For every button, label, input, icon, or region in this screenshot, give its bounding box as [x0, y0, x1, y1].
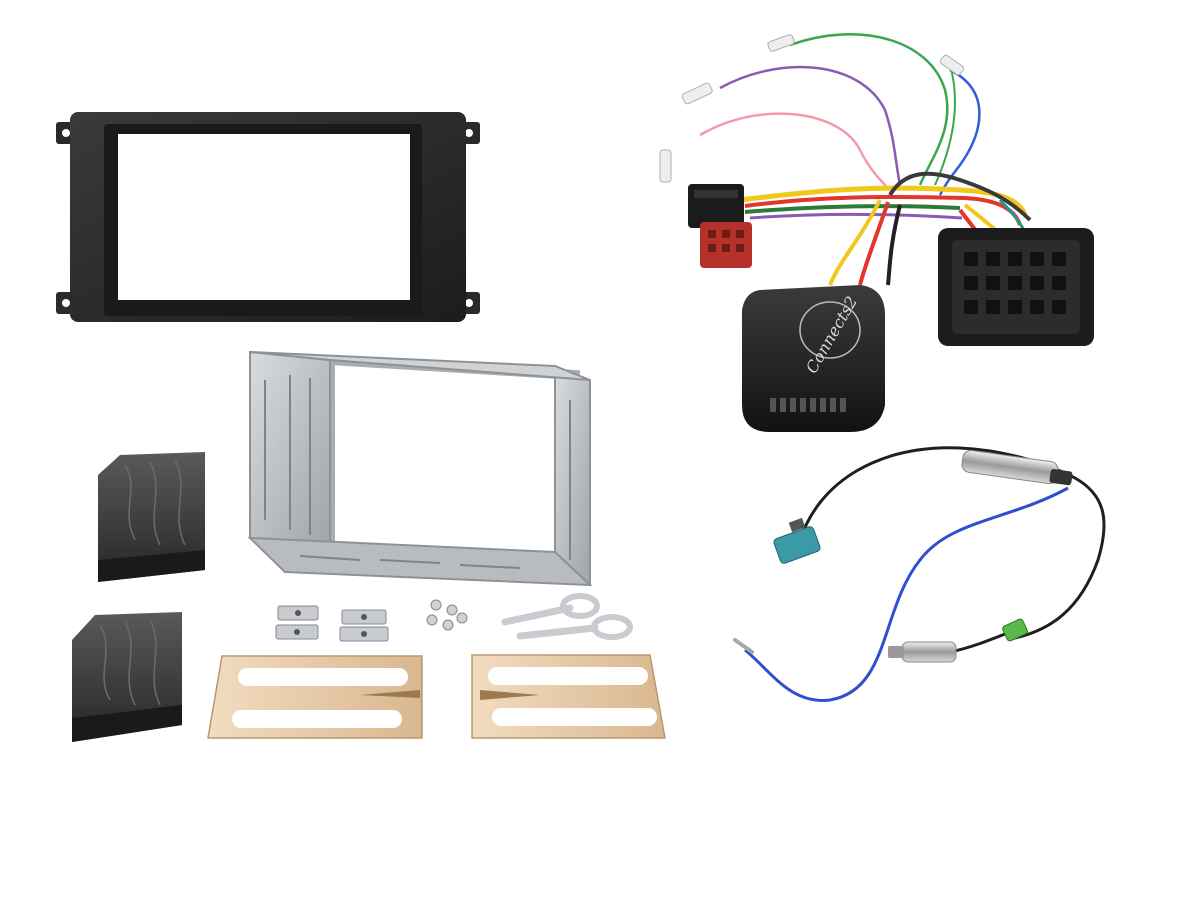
screws [426, 599, 468, 631]
release-keys [501, 593, 633, 640]
din-antenna-plug [901, 641, 957, 663]
antenna-cable-blue [744, 486, 1069, 702]
foam-pads [72, 452, 205, 742]
foam-pad-upper [98, 452, 205, 582]
fascia-opening [118, 134, 410, 300]
cage-side-right [554, 370, 591, 587]
wire-purple [719, 65, 902, 186]
spade-terminal [659, 149, 672, 183]
steering-interface-harness: Connects2 [659, 33, 1094, 432]
spade-terminal [767, 34, 795, 52]
interface-module [742, 285, 885, 432]
green-connector [1002, 618, 1028, 642]
double-din-fascia [56, 112, 480, 322]
mounting-cage [247, 350, 593, 587]
wire-green [789, 33, 949, 186]
spade-terminal [681, 82, 713, 105]
mounting-bracket-right [471, 654, 666, 739]
spade-terminal [939, 54, 965, 76]
wire-pink [699, 112, 891, 191]
wire-blue [938, 68, 981, 196]
fakra-connector [773, 526, 821, 564]
antenna-adapter [733, 446, 1106, 702]
mounting-bracket-left [207, 655, 423, 739]
mounting-plates [275, 605, 389, 642]
